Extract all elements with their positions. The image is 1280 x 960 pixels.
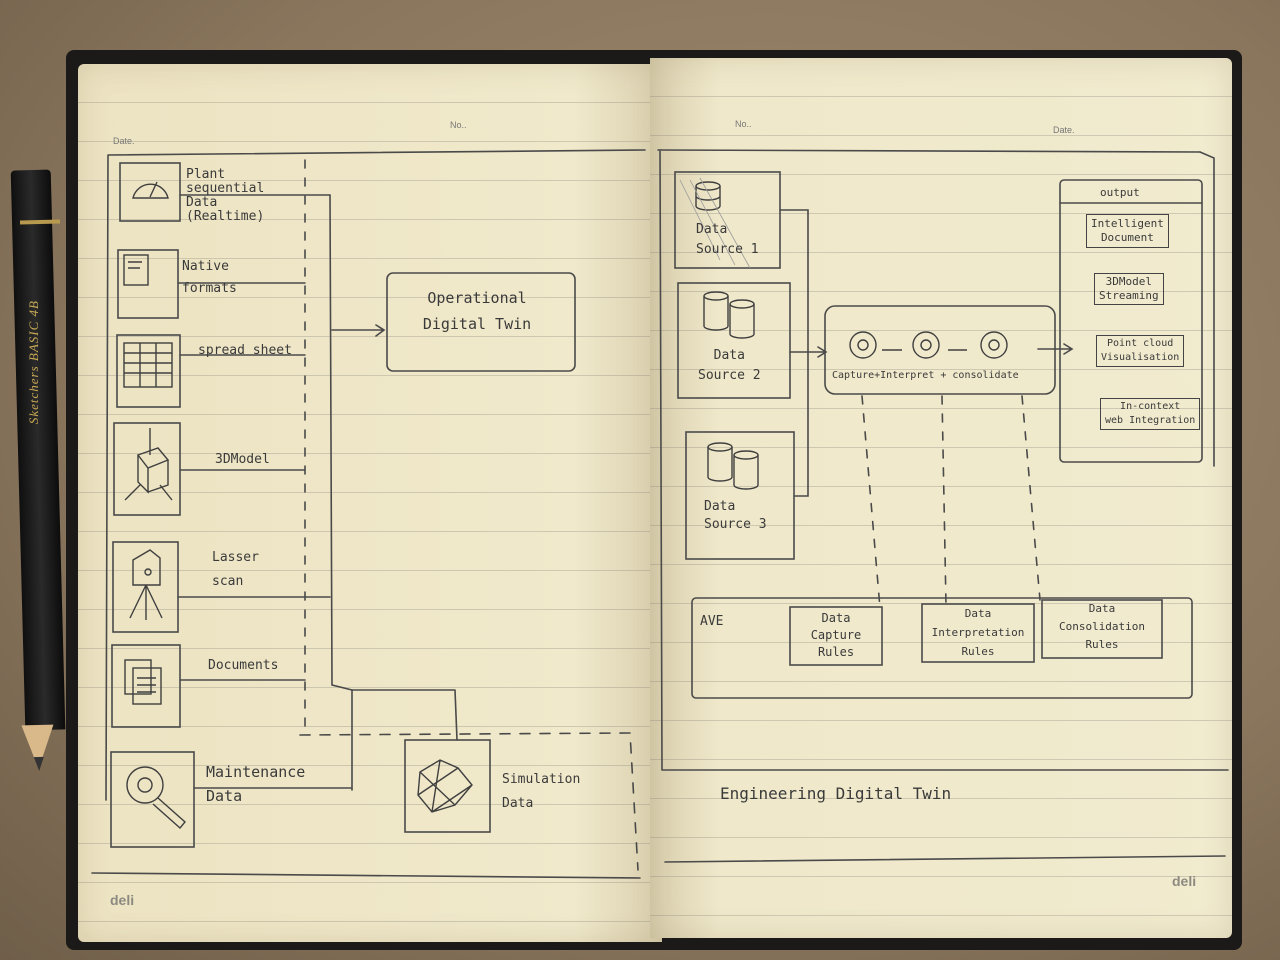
output-item-intelligent-document: Intelligent Document [1086,214,1169,248]
ave-box [691,597,1193,699]
right-page [650,58,1232,938]
data-source-box-3 [685,431,795,560]
source-label-laser-scan: Lasser scan [212,550,259,589]
output-item-3dmodel-streaming: 3DModel Streaming [1094,273,1164,305]
source-label-documents: Documents [208,658,279,673]
cube-model-icon [124,428,173,501]
spreadsheet-icon [123,342,173,388]
source-label-native-formats: Native formats [182,259,237,296]
source-label-spreadsheet: spread sheet [198,343,292,358]
right-frame [657,149,1229,863]
file-icon [123,254,149,286]
pipeline-box [824,305,1056,395]
operational-twin-box [386,272,576,372]
output-item-pointcloud: Point cloud Visualisation [1096,335,1185,367]
arrow-to-operational [331,324,386,337]
rule-data-capture: Data Capture Rules [810,611,862,659]
source-label-3dmodel: 3DModel [215,452,270,467]
pipeline-label: Capture+Interpret + consolidate [832,370,1019,381]
simulation-label: Simulation Data [502,772,581,811]
database-icon-3 [707,442,759,490]
source-box-1 [119,162,181,222]
right-frame-edge [1199,151,1215,467]
source-label-maintenance: Maintenance Data [206,763,306,805]
data-source-label-3: Data Source 3 [704,499,767,532]
output-box [1059,179,1203,463]
right-no-label: No.. [735,119,752,129]
engineering-twin-title: Engineering Digital Twin [720,784,952,803]
right-date-label: Date. [1053,125,1075,135]
data-source-label-1: Data Source 1 [696,222,759,257]
gears-icon [849,331,1008,359]
left-brand: deli [110,892,135,908]
data-source-label-2: Data Source 2 [698,348,761,383]
documents-icon [124,659,162,705]
left-frame [91,149,646,879]
network-icon [417,759,473,813]
source-label-plant-data: Plant sequential Data (Realtime) [186,167,265,224]
ave-label: AVE [700,614,724,629]
right-brand: deli [1172,873,1197,889]
database-icon-1 [695,181,721,211]
left-date-label: Date. [113,136,135,146]
laser-scanner-icon [129,549,163,620]
database-icon-2 [703,291,755,339]
left-page [78,64,662,942]
gauge-icon [132,181,169,199]
output-item-web-integration: In-context web Integration [1100,398,1201,430]
shading [679,177,751,269]
left-no-label: No.. [450,120,467,130]
operational-twin-label: Operational Digital Twin [422,289,532,333]
gear-wrench-icon [126,766,186,830]
data-source-box-1 [674,171,781,269]
simulation-box [404,739,491,833]
output-title: output [1100,186,1140,199]
data-source-box-2 [677,282,791,399]
rule-data-consolidation: Data Consolidation Rules [1058,602,1146,651]
rule-data-interpretation: Data Interpretation Rules [931,607,1025,658]
